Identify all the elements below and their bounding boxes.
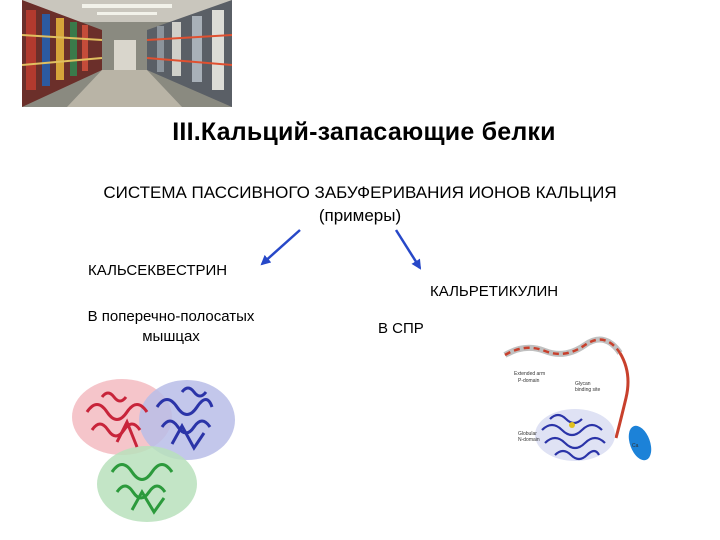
calsequestrin-label: КАЛЬСЕКВЕСТРИН: [88, 262, 228, 279]
calreticulin-structure-image: Extended arm P-domain Glycan binding sit…: [503, 336, 652, 461]
svg-text:Extended arm: Extended arm: [514, 371, 545, 377]
slide-subtitle: СИСТЕМА ПАССИВНОГО ЗАБУФЕРИВАНИЯ ИОНОВ К…: [103, 183, 617, 202]
svg-text:P-domain: P-domain: [518, 378, 540, 384]
svg-text:N-domain: N-domain: [518, 437, 540, 443]
calsequestrin-location: В поперечно-полосатых мышцах: [87, 308, 255, 345]
warehouse-photo: [22, 0, 232, 107]
calsequestrin-structure-image: [72, 379, 235, 522]
left-arrow: [260, 229, 301, 266]
slide-title: III.Кальций-запасающие белки: [172, 118, 556, 146]
slide-subtitle-examples: (примеры): [318, 206, 402, 225]
svg-text:Globular: Globular: [518, 431, 537, 437]
calreticulin-location: В СПР: [378, 320, 424, 337]
svg-text:binding site: binding site: [575, 387, 601, 393]
calreticulin-label: КАЛЬРЕТИКУЛИН: [430, 283, 559, 300]
right-arrow: [394, 229, 422, 270]
svg-text:Ca: Ca: [632, 443, 639, 449]
svg-text:Glycan: Glycan: [575, 381, 591, 387]
